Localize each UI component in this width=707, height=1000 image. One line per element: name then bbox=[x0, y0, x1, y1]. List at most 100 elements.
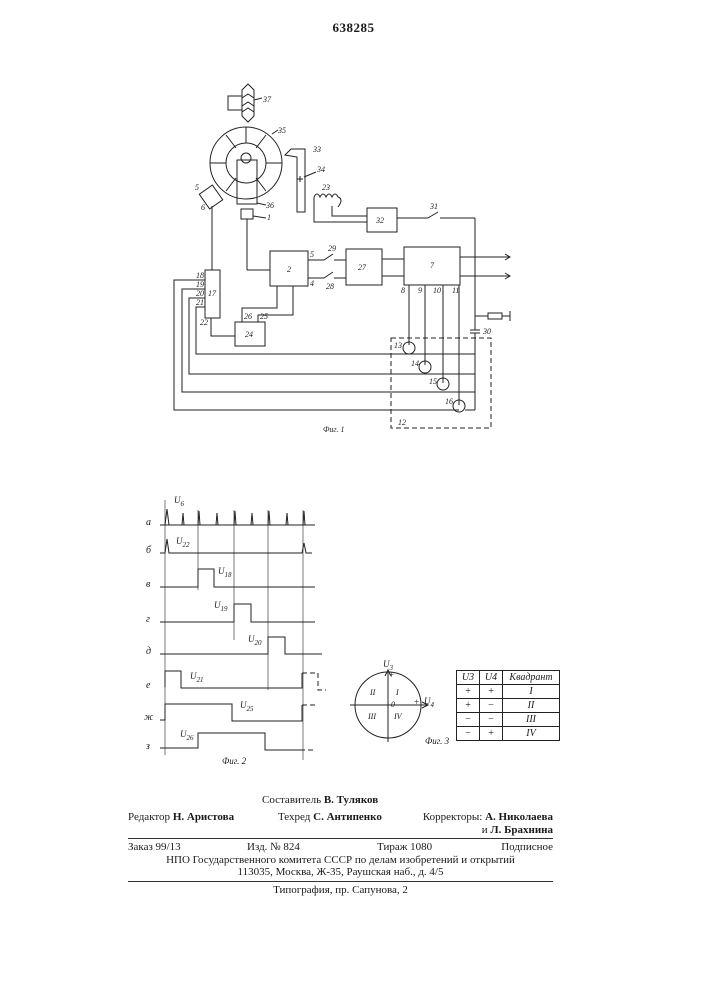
quadrant-I: I bbox=[396, 688, 399, 697]
quadrant-II: II bbox=[370, 688, 376, 697]
label-17: 17 bbox=[208, 289, 217, 298]
correctors-line-2: и Л. Брахнина bbox=[481, 824, 553, 836]
cell: − bbox=[479, 712, 503, 727]
origin-label: 0 bbox=[391, 700, 395, 709]
label-3: 5 bbox=[310, 250, 314, 259]
label-27: 27 bbox=[358, 263, 367, 272]
block-7 bbox=[403, 246, 461, 286]
cell: + bbox=[479, 726, 503, 741]
label-4: 4 bbox=[310, 279, 314, 288]
label-9: 9 bbox=[418, 286, 422, 295]
label-29: 29 bbox=[328, 244, 336, 253]
roller-37-icon bbox=[227, 83, 263, 123]
lever-33 bbox=[283, 148, 306, 213]
signal-label-u26: U26 bbox=[180, 729, 194, 742]
quadrant-IV: IV bbox=[394, 712, 402, 721]
block-12 bbox=[390, 337, 492, 429]
divider bbox=[128, 881, 553, 882]
block-27 bbox=[345, 248, 383, 286]
cell: I bbox=[502, 684, 560, 699]
signal-label-u21: U21 bbox=[190, 671, 204, 684]
label-11: 11 bbox=[452, 286, 459, 295]
fig1-caption: Фиг. 1 bbox=[323, 425, 344, 434]
row-letter-b: б bbox=[146, 545, 152, 556]
organization: НПО Государственного комитета СССР по де… bbox=[166, 854, 515, 866]
header-u4: U4 bbox=[479, 670, 503, 685]
header-u3: U3 bbox=[456, 670, 480, 685]
signal-label-u6: U6 bbox=[174, 495, 184, 508]
label-1: 1 bbox=[267, 213, 271, 222]
row-letter-d: д bbox=[146, 646, 152, 657]
fig2-caption: Фиг. 2 bbox=[222, 756, 247, 766]
label-31: 31 bbox=[429, 202, 438, 211]
label-24: 24 bbox=[245, 330, 253, 339]
label-23: 23 bbox=[322, 183, 330, 192]
label-28: 28 bbox=[326, 282, 334, 291]
block-24 bbox=[234, 321, 266, 347]
header-quadrant: Квадрант bbox=[502, 670, 560, 685]
star-wheel-35-icon bbox=[209, 126, 283, 200]
row-letter-zh: ж bbox=[144, 712, 154, 723]
quadrant-table: U3 U4 Квадрант ++I +−II −−III −+IV bbox=[456, 670, 560, 741]
cell: − bbox=[456, 712, 480, 727]
label-21: 21 bbox=[196, 298, 204, 307]
label-26: 26 bbox=[244, 312, 252, 321]
signal-label-u22: U22 bbox=[176, 536, 190, 549]
cell: IV bbox=[502, 726, 560, 741]
label-15: 15 bbox=[429, 377, 437, 386]
divider bbox=[128, 838, 553, 839]
label-14: 14 bbox=[411, 359, 419, 368]
figure-1-circuit-diagram: 37 35 36 1 5 6 33 34 23 32 31 30 2 bbox=[173, 83, 511, 434]
editor-line: Редактор Н. Аристова bbox=[128, 811, 235, 823]
label-16: 16 bbox=[445, 397, 453, 406]
sensor-5 bbox=[198, 184, 224, 210]
table-row: −−III bbox=[456, 712, 560, 727]
cell: III bbox=[502, 712, 560, 727]
label-10: 10 bbox=[433, 286, 441, 295]
correctors-line: Корректоры: А. Николаева bbox=[422, 811, 553, 823]
subscription: Подписное bbox=[501, 841, 553, 853]
row-letter-z: з bbox=[146, 741, 150, 752]
label-22: 22 bbox=[200, 318, 208, 327]
label-37: 37 bbox=[262, 95, 272, 104]
label-30: 30 bbox=[482, 327, 491, 336]
edition-number: Изд. № 824 bbox=[247, 841, 300, 853]
table-row: ++I bbox=[456, 684, 560, 699]
label-6: 6 bbox=[201, 203, 205, 212]
row-letter-e: е bbox=[146, 680, 151, 691]
cell: + bbox=[479, 684, 503, 699]
label-25: 25 bbox=[260, 312, 268, 321]
signal-label-u25: U25 bbox=[240, 700, 254, 713]
printer: Типография, пр. Сапунова, 2 bbox=[273, 884, 408, 896]
label-33: 33 bbox=[312, 145, 321, 154]
cell: + bbox=[456, 698, 480, 713]
label-20: 20 bbox=[196, 289, 204, 298]
label-8: 8 bbox=[401, 286, 405, 295]
plus-x: + bbox=[414, 697, 420, 707]
cell: II bbox=[502, 698, 560, 713]
axis-label-u3: U3 bbox=[383, 659, 393, 672]
axis-label-u4: U4 bbox=[424, 696, 434, 709]
label-36: 36 bbox=[265, 201, 274, 210]
row-letter-a: а bbox=[146, 517, 151, 528]
block-32 bbox=[366, 207, 398, 233]
signal-label-u20: U20 bbox=[248, 634, 262, 647]
print-run: Тираж 1080 bbox=[377, 841, 433, 853]
block-2 bbox=[269, 250, 309, 287]
cell: − bbox=[479, 698, 503, 713]
coil-23 bbox=[313, 193, 339, 199]
label-12: 12 bbox=[398, 418, 406, 427]
cell: + bbox=[456, 684, 480, 699]
plus-y: + bbox=[389, 670, 395, 680]
label-5: 5 bbox=[195, 183, 199, 192]
address: 113035, Москва, Ж-35, Раушская наб., д. … bbox=[237, 866, 444, 878]
label-18: 18 bbox=[196, 271, 204, 280]
cell: − bbox=[456, 726, 480, 741]
label-34: 34 bbox=[316, 165, 325, 174]
label-7: 7 bbox=[430, 261, 435, 270]
quadrant-III: III bbox=[368, 712, 376, 721]
label-35: 35 bbox=[277, 126, 286, 135]
techred-line: Техред С. Антипенко bbox=[278, 811, 382, 823]
table-row: −+IV bbox=[456, 726, 560, 741]
signal-label-u18: U18 bbox=[218, 566, 232, 579]
